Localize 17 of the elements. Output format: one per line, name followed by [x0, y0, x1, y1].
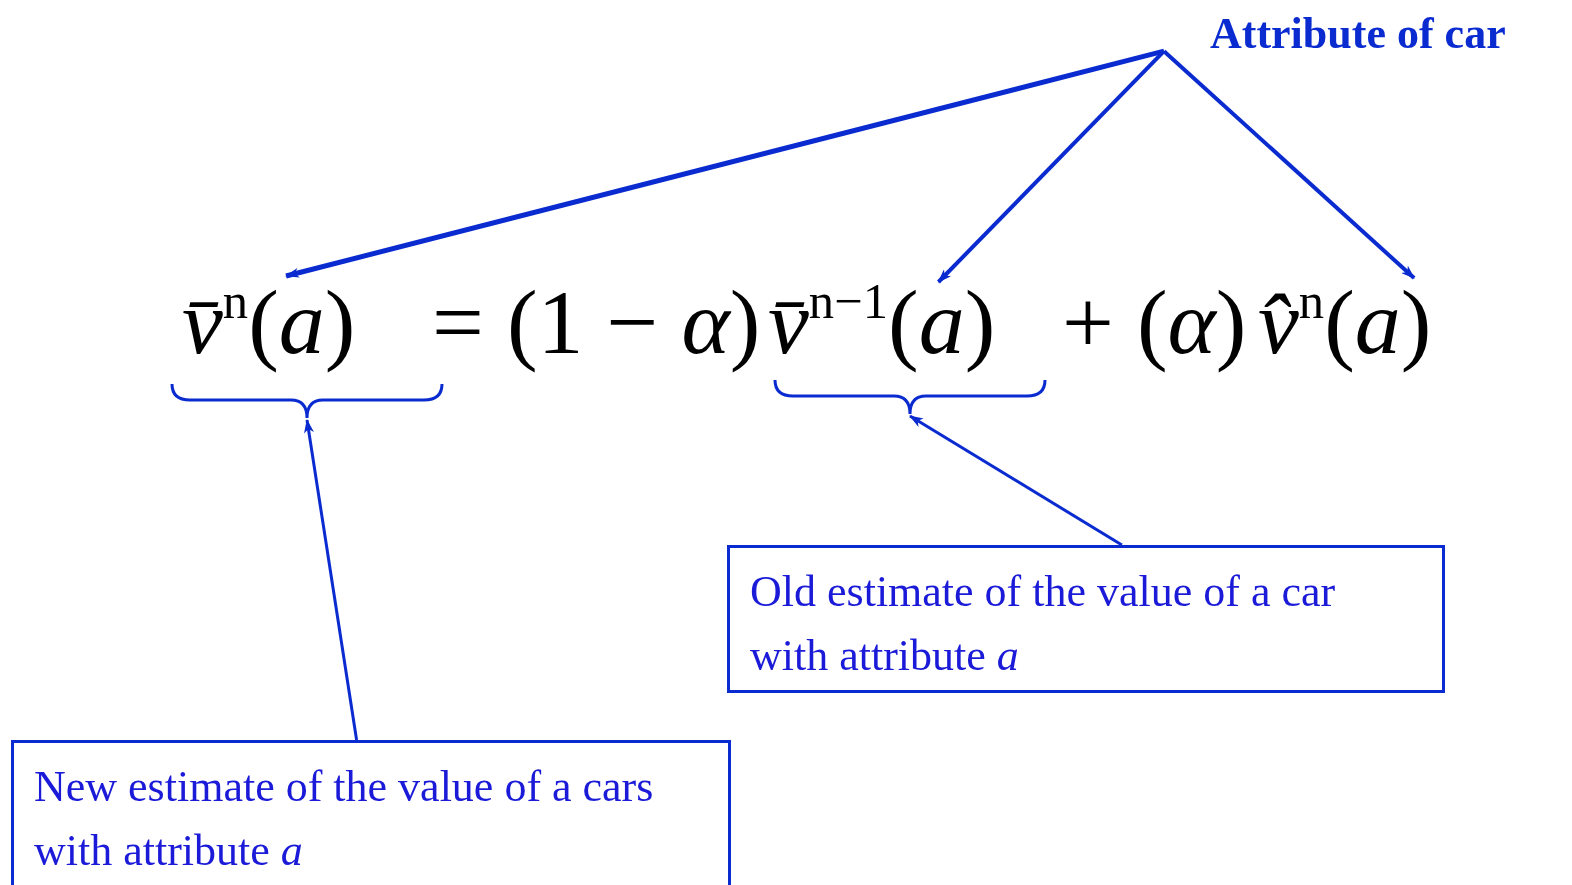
arrow: [1162, 49, 1416, 280]
callout-box: [727, 545, 1445, 693]
arrow: [285, 48, 1165, 279]
callout-box: [11, 740, 731, 885]
equation-term: v̄$^{n}$(a): [182, 272, 356, 372]
equation-term: v̂$^{n}$(a): [1258, 272, 1432, 372]
arrow: [937, 49, 1166, 284]
curly-brace: [170, 382, 444, 420]
arrow: [909, 414, 1123, 547]
annotation-text: Attribute of car: [1164, 8, 1506, 60]
equation-term: v̄$^{n−1}$(a): [768, 272, 996, 372]
equation-term: + (α): [1062, 272, 1247, 372]
callout-text: Old estimate of the value of a car with attribute a: [750, 567, 1336, 680]
curly-brace: [773, 378, 1047, 416]
equation-term: = (1 − α): [432, 272, 761, 372]
callout-text: New estimate of the value of a cars with attribute a: [34, 762, 654, 875]
arrow: [304, 419, 359, 741]
